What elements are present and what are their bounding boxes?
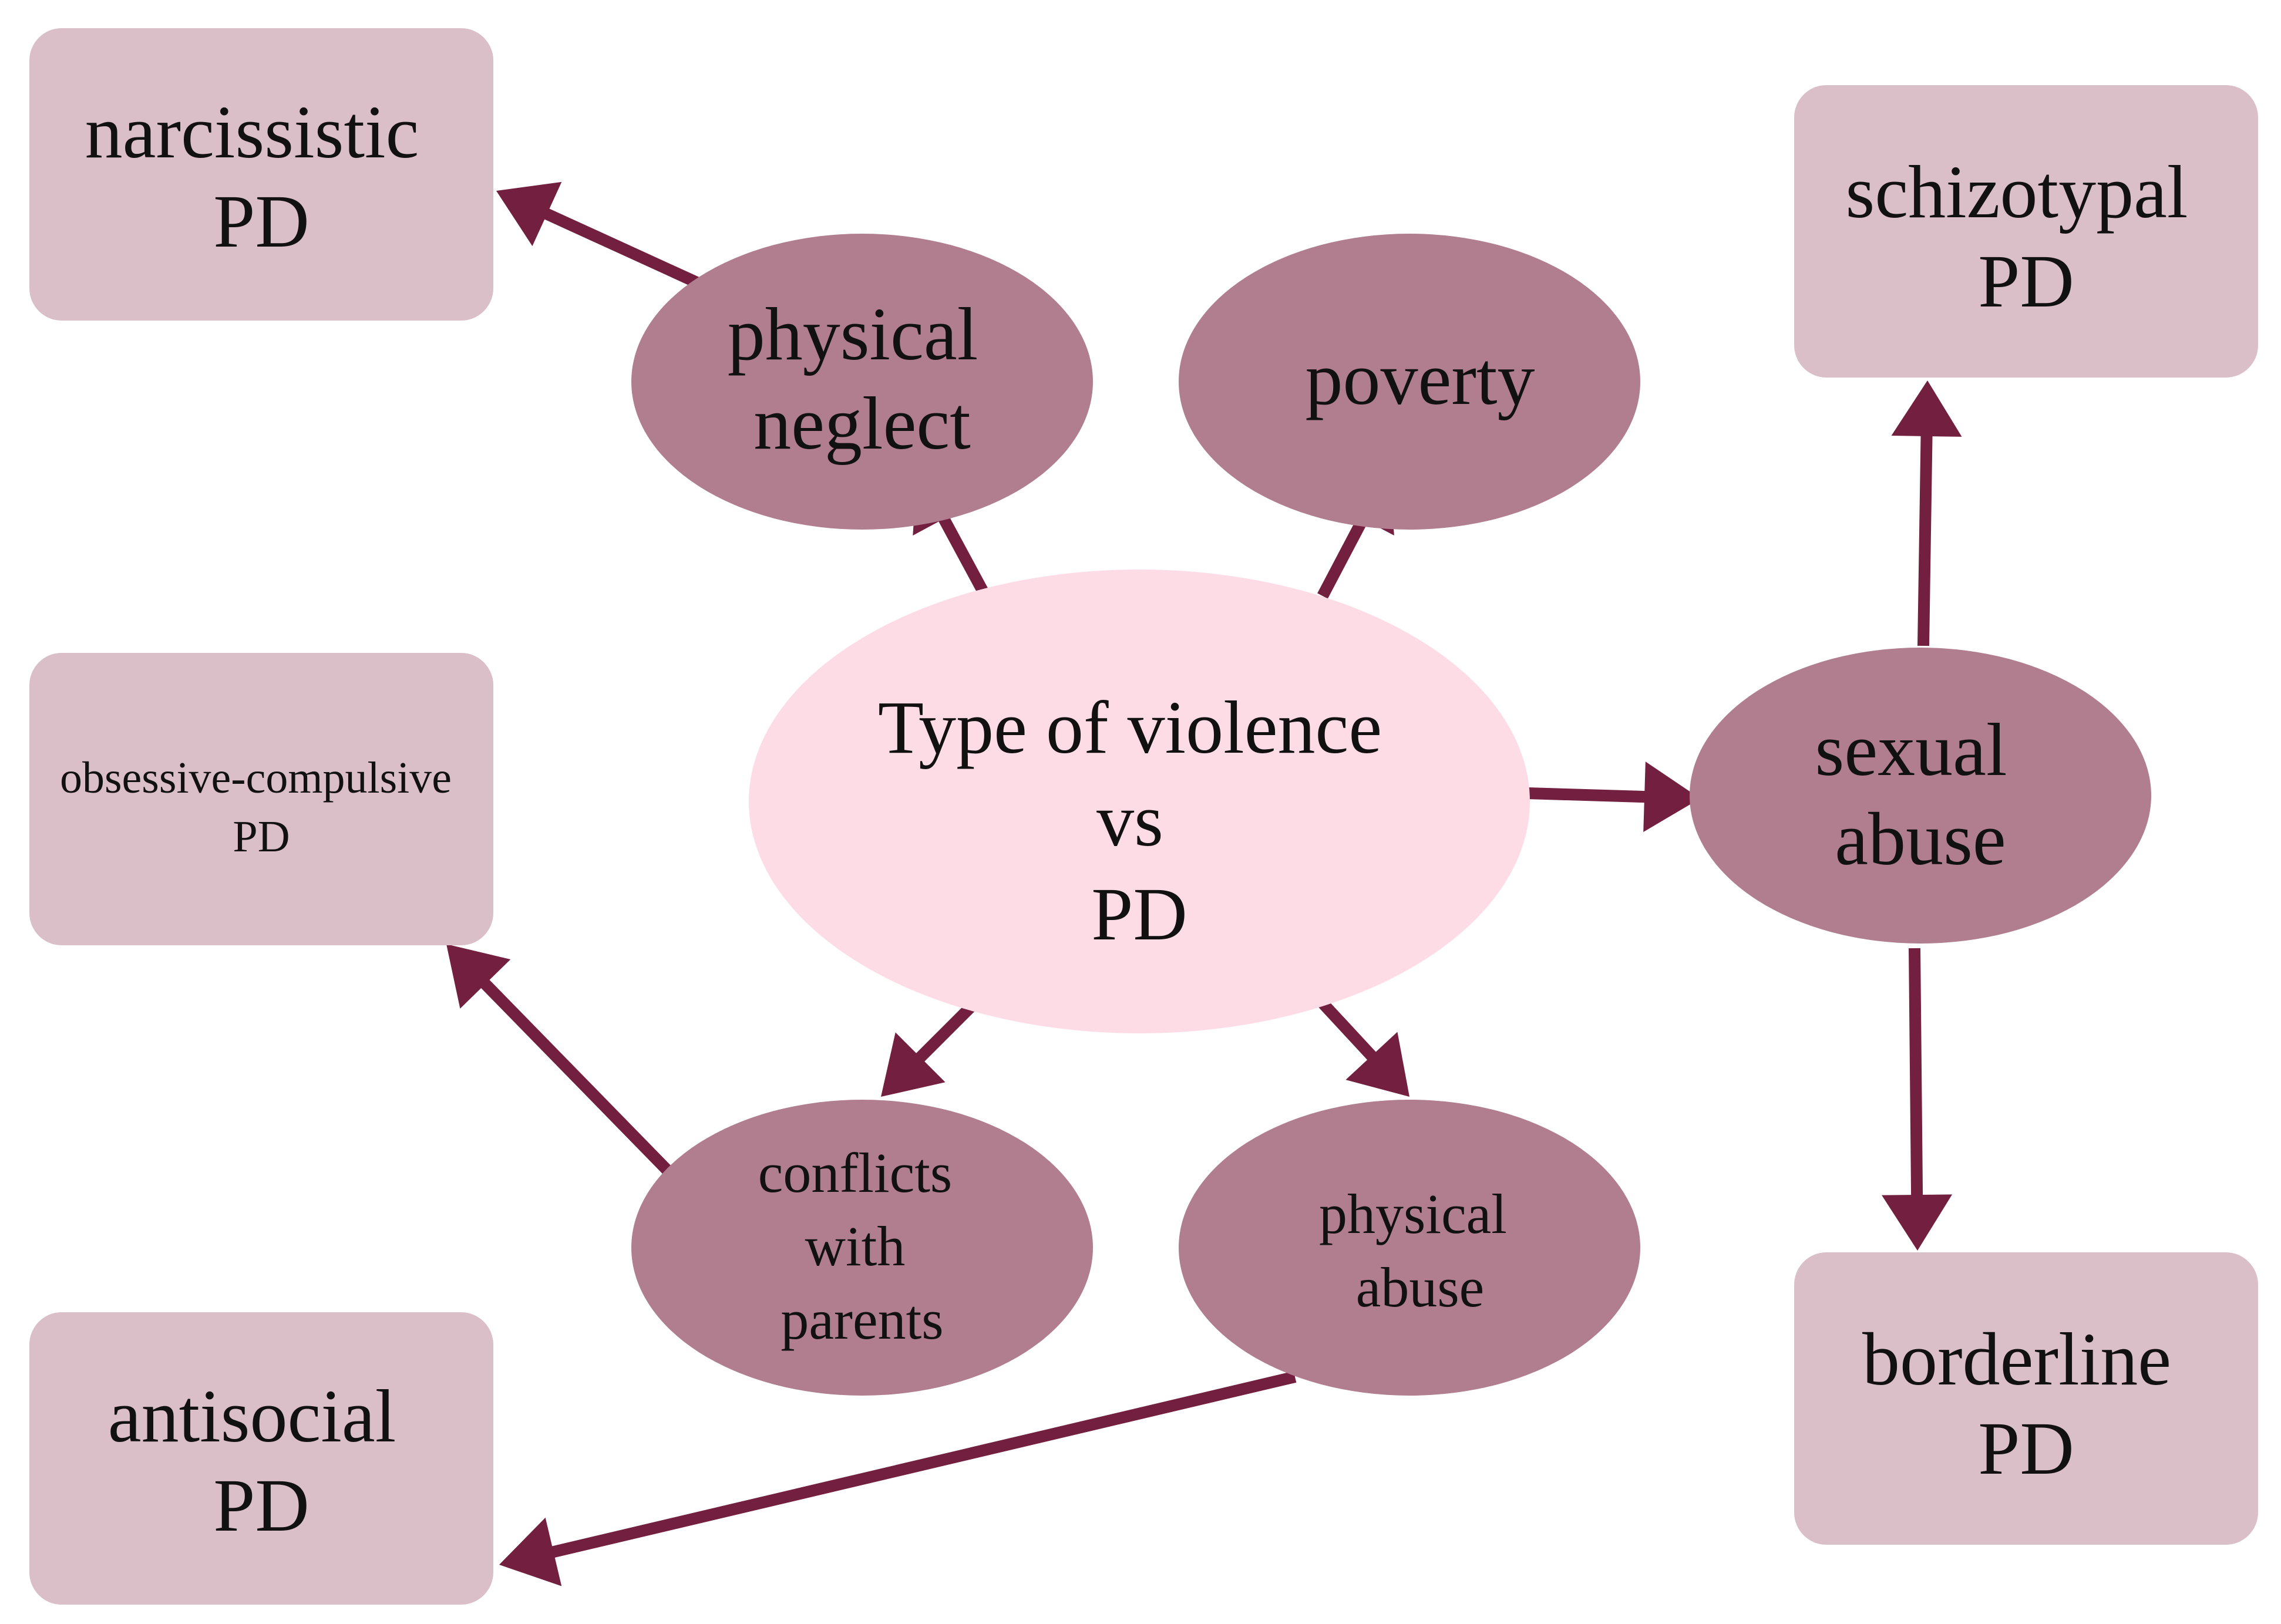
svg-text:conflicts with par: conflicts with parents bbox=[758, 1141, 967, 1351]
center-line-3: PD bbox=[1091, 872, 1187, 956]
pd-box-narcissistic: narcissistic PD bbox=[29, 28, 493, 321]
arrow-shaft bbox=[547, 1371, 1297, 1559]
physical-neglect-line-2: neglect bbox=[753, 382, 971, 465]
pd-box-borderline: borderline PD bbox=[1794, 1252, 2258, 1545]
conflicts-line-3: parents bbox=[780, 1288, 943, 1351]
physical-abuse-line-1: physical bbox=[1319, 1182, 1507, 1245]
sexual-abuse-line-1: sexual bbox=[1815, 708, 2007, 791]
arrow-shaft bbox=[1508, 787, 1650, 803]
factor-poverty: poverty bbox=[1179, 234, 1640, 530]
arrow-shaft bbox=[1917, 431, 1933, 646]
factor-conflicts-with-parents: conflicts with parents bbox=[631, 1100, 1093, 1396]
svg-text:Type of violence vs: Type of violence vs PD bbox=[878, 686, 1401, 956]
arrow-sexual-abuse-to-schizotypal bbox=[1891, 380, 1962, 646]
arrow-head bbox=[496, 181, 562, 247]
arrow-center-to-physical-abuse bbox=[1308, 988, 1409, 1097]
svg-text:physical neglect: physical neglect bbox=[728, 292, 997, 465]
arrow-head bbox=[499, 1517, 562, 1586]
conflicts-line-1: conflicts bbox=[758, 1141, 953, 1204]
arrow-physical-neglect-to-narcissistic bbox=[496, 181, 705, 291]
center-node: Type of violence vs PD bbox=[749, 570, 1530, 1033]
center-line-1: Type of violence bbox=[878, 686, 1382, 769]
narcissistic-line-1: narcissistic bbox=[85, 90, 419, 174]
schizotypal-line-1: schizotypal bbox=[1846, 150, 2188, 234]
arrow-physical-abuse-to-antisocial bbox=[499, 1371, 1297, 1586]
obsessive-compulsive-line-1: obsessive-compulsive bbox=[60, 753, 452, 803]
svg-text:physical abuse: physical abuse bbox=[1319, 1182, 1521, 1319]
borderline-line-1: borderline bbox=[1862, 1318, 2171, 1401]
center-line-2: vs bbox=[1096, 779, 1163, 862]
arrow-conflicts-with-parents-to-obsessive-compulsive bbox=[446, 944, 673, 1175]
arrow-shaft bbox=[936, 511, 991, 599]
antisocial-line-2: PD bbox=[213, 1464, 309, 1547]
svg-text:obsessive-compulsive PD: obsessive-compulsive PD bbox=[60, 753, 463, 861]
sexual-abuse-line-2: abuse bbox=[1835, 797, 2006, 881]
svg-text:antisocial PD: antisocial PD bbox=[108, 1374, 415, 1547]
svg-text:schizotypal PD: schizotypal PD bbox=[1846, 150, 2207, 323]
arrow-shaft bbox=[540, 207, 705, 291]
arrow-center-to-sexual-abuse bbox=[1508, 762, 1700, 833]
schizotypal-line-2: PD bbox=[1978, 240, 2074, 323]
arrow-head bbox=[446, 944, 511, 1009]
svg-text:poverty: poverty bbox=[1306, 337, 1535, 420]
edges-layer bbox=[446, 181, 1962, 1586]
arrow-head bbox=[1345, 1032, 1409, 1097]
poverty-line-1: poverty bbox=[1306, 337, 1535, 420]
factor-physical-abuse: physical abuse bbox=[1179, 1100, 1640, 1396]
borderline-line-2: PD bbox=[1978, 1407, 2074, 1490]
factor-physical-neglect: physical neglect bbox=[631, 234, 1093, 530]
arrow-head bbox=[1643, 762, 1700, 833]
pd-box-obsessive-compulsive: obsessive-compulsive PD bbox=[29, 653, 493, 945]
svg-text:narcissistic PD: narcissistic PD bbox=[85, 90, 438, 263]
svg-text:sexual abuse: sexual abuse bbox=[1815, 708, 2026, 881]
arrow-head bbox=[1891, 380, 1962, 437]
arrow-head bbox=[1882, 1194, 1953, 1251]
physical-abuse-line-2: abuse bbox=[1356, 1256, 1485, 1319]
arrow-shaft bbox=[477, 976, 673, 1175]
svg-text:borderline PD: borderline PD bbox=[1862, 1318, 2190, 1490]
narcissistic-line-2: PD bbox=[213, 180, 309, 263]
obsessive-compulsive-line-2: PD bbox=[233, 812, 290, 861]
conflicts-line-2: with bbox=[805, 1215, 906, 1278]
pd-box-antisocial: antisocial PD bbox=[29, 1312, 493, 1605]
antisocial-line-1: antisocial bbox=[108, 1374, 396, 1458]
physical-neglect-line-1: physical bbox=[728, 292, 978, 376]
arrow-shaft bbox=[1909, 948, 1923, 1200]
pd-box-schizotypal: schizotypal PD bbox=[1794, 85, 2258, 378]
factor-sexual-abuse: sexual abuse bbox=[1690, 648, 2151, 944]
arrow-shaft bbox=[1317, 512, 1371, 599]
arrow-head bbox=[881, 1032, 946, 1097]
arrow-sexual-abuse-to-borderline bbox=[1882, 948, 1953, 1251]
